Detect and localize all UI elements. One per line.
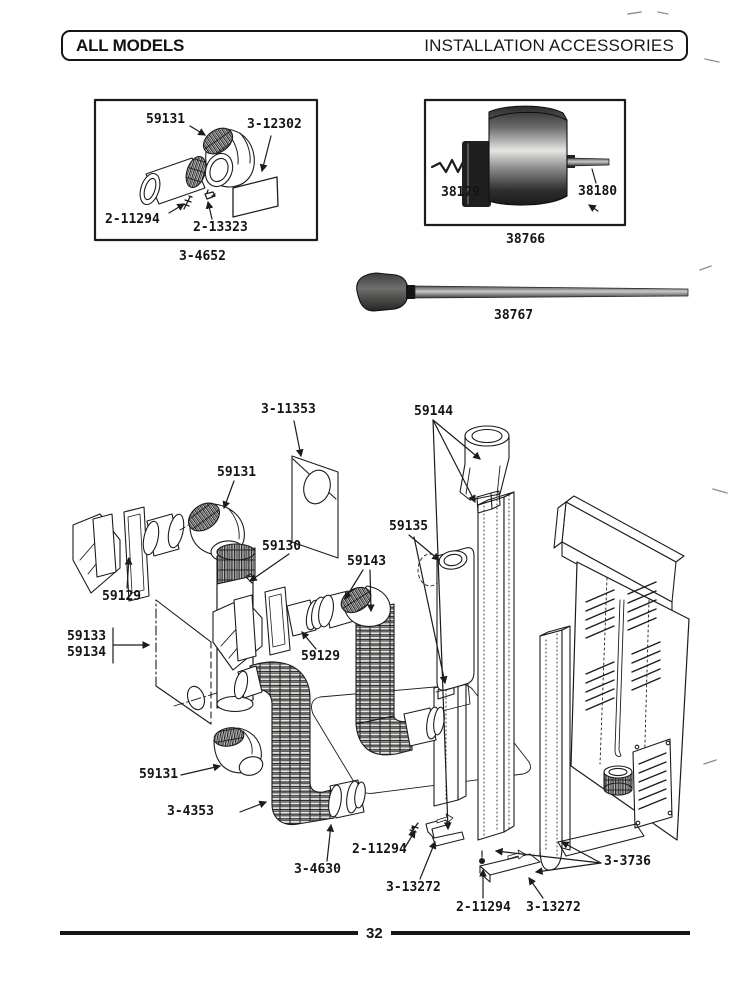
rectangular-duct-1-drawing [477, 491, 515, 841]
duct-tube-drawing [139, 155, 207, 206]
callout-saw-cup: 38179 [441, 185, 481, 200]
page-number: 32 [366, 925, 383, 942]
main-exploded-view [72, 419, 690, 899]
extension-shaft-drawing [414, 285, 689, 299]
callout-flex-elbow: 59143 [347, 554, 387, 569]
callout-elbow-upper: 59131 [217, 465, 257, 480]
arbor-drawing [462, 141, 491, 207]
figure-hole-saw-drawing [423, 98, 627, 227]
wall-plate-drawing [291, 455, 339, 559]
callout-screw-fig1: 2-11294 [105, 212, 160, 227]
rectangular-duct-2-drawing [433, 677, 467, 807]
elbow-lower-drawing [213, 727, 264, 776]
rectangular-duct-3-drawing [539, 625, 571, 871]
mounting-panel-drawing [155, 599, 221, 725]
diagram-leader-lines [112, 419, 602, 899]
pilot-shaft-drawing [565, 157, 610, 167]
footer-rule-right [391, 931, 690, 935]
header-right-title: INSTALLATION ACCESSORIES [424, 35, 674, 55]
figure1-leader-lines [168, 125, 272, 220]
deflector-plate-drawing [232, 176, 279, 218]
callout-oval-duct: 59135 [389, 519, 429, 534]
access-panel-drawing [632, 738, 673, 829]
dryer-cabinet-drawing [553, 495, 690, 841]
footer-rule-left [60, 931, 358, 935]
callout-clamp-fig1: 2-13323 [193, 220, 248, 235]
screw-icon [182, 195, 193, 210]
callout-rigid-duct: 59130 [262, 539, 302, 554]
scan-artifacts [627, 11, 728, 765]
callout-panel-a: 59133 [67, 629, 107, 644]
callout-bracket-a: 3-13272 [386, 880, 441, 895]
vent-hood-left-drawing [72, 506, 193, 602]
figure2-caption: 38766 [506, 232, 546, 247]
vent-hood-center-drawing [212, 586, 321, 671]
callout-elbow-lower: 59131 [139, 767, 179, 782]
figure1-caption: 3-4652 [179, 249, 226, 264]
screw-b-icon [479, 850, 485, 864]
louver-vents-drawing [585, 581, 661, 711]
exhaust-collar-drawing [603, 765, 633, 796]
floor-outline-drawing [311, 684, 531, 794]
flex-elbow-drawing [311, 585, 445, 756]
figure3-caption: 38767 [494, 308, 534, 323]
callout-flex-hose: 3-4353 [167, 804, 214, 819]
bracket-a-drawing [425, 813, 465, 847]
callout-hose-clamp: 3-4630 [294, 862, 341, 877]
elbow-duct-drawing [202, 127, 255, 188]
oval-duct-drawing [417, 547, 475, 713]
figure2-leader-lines [478, 168, 599, 212]
callout-vent-hood-left: 59129 [102, 589, 142, 604]
clamp-icon [204, 189, 216, 200]
chuck-knob-drawing [356, 272, 409, 312]
flex-hose-drawing [233, 661, 366, 826]
callout-adapter: 59144 [414, 404, 454, 419]
callout-elbow-fig1: 59131 [146, 112, 186, 127]
page-header: ALL MODELS INSTALLATION ACCESSORIES [61, 30, 688, 61]
callout-deflector-plate: 3-12302 [247, 117, 302, 132]
figure-elbow-kit-drawing [93, 98, 319, 242]
callout-pilot-shaft: 38180 [578, 184, 618, 199]
duct-base-plate-drawing [557, 823, 645, 857]
callout-vent-hood-center: 59129 [301, 649, 341, 664]
callout-panel-b: 59134 [67, 645, 107, 660]
figure-bit-extension-drawing [356, 272, 689, 312]
callout-screw-a: 2-11294 [352, 842, 407, 857]
header-left-title: ALL MODELS [76, 35, 185, 55]
callout-bracket-b: 3-13272 [526, 900, 581, 915]
callout-duct-kit: 3-3736 [604, 854, 651, 869]
callout-screw-b: 2-11294 [456, 900, 511, 915]
callout-wall-plate: 3-11353 [261, 402, 316, 417]
saw-cup-drawing [488, 105, 568, 206]
